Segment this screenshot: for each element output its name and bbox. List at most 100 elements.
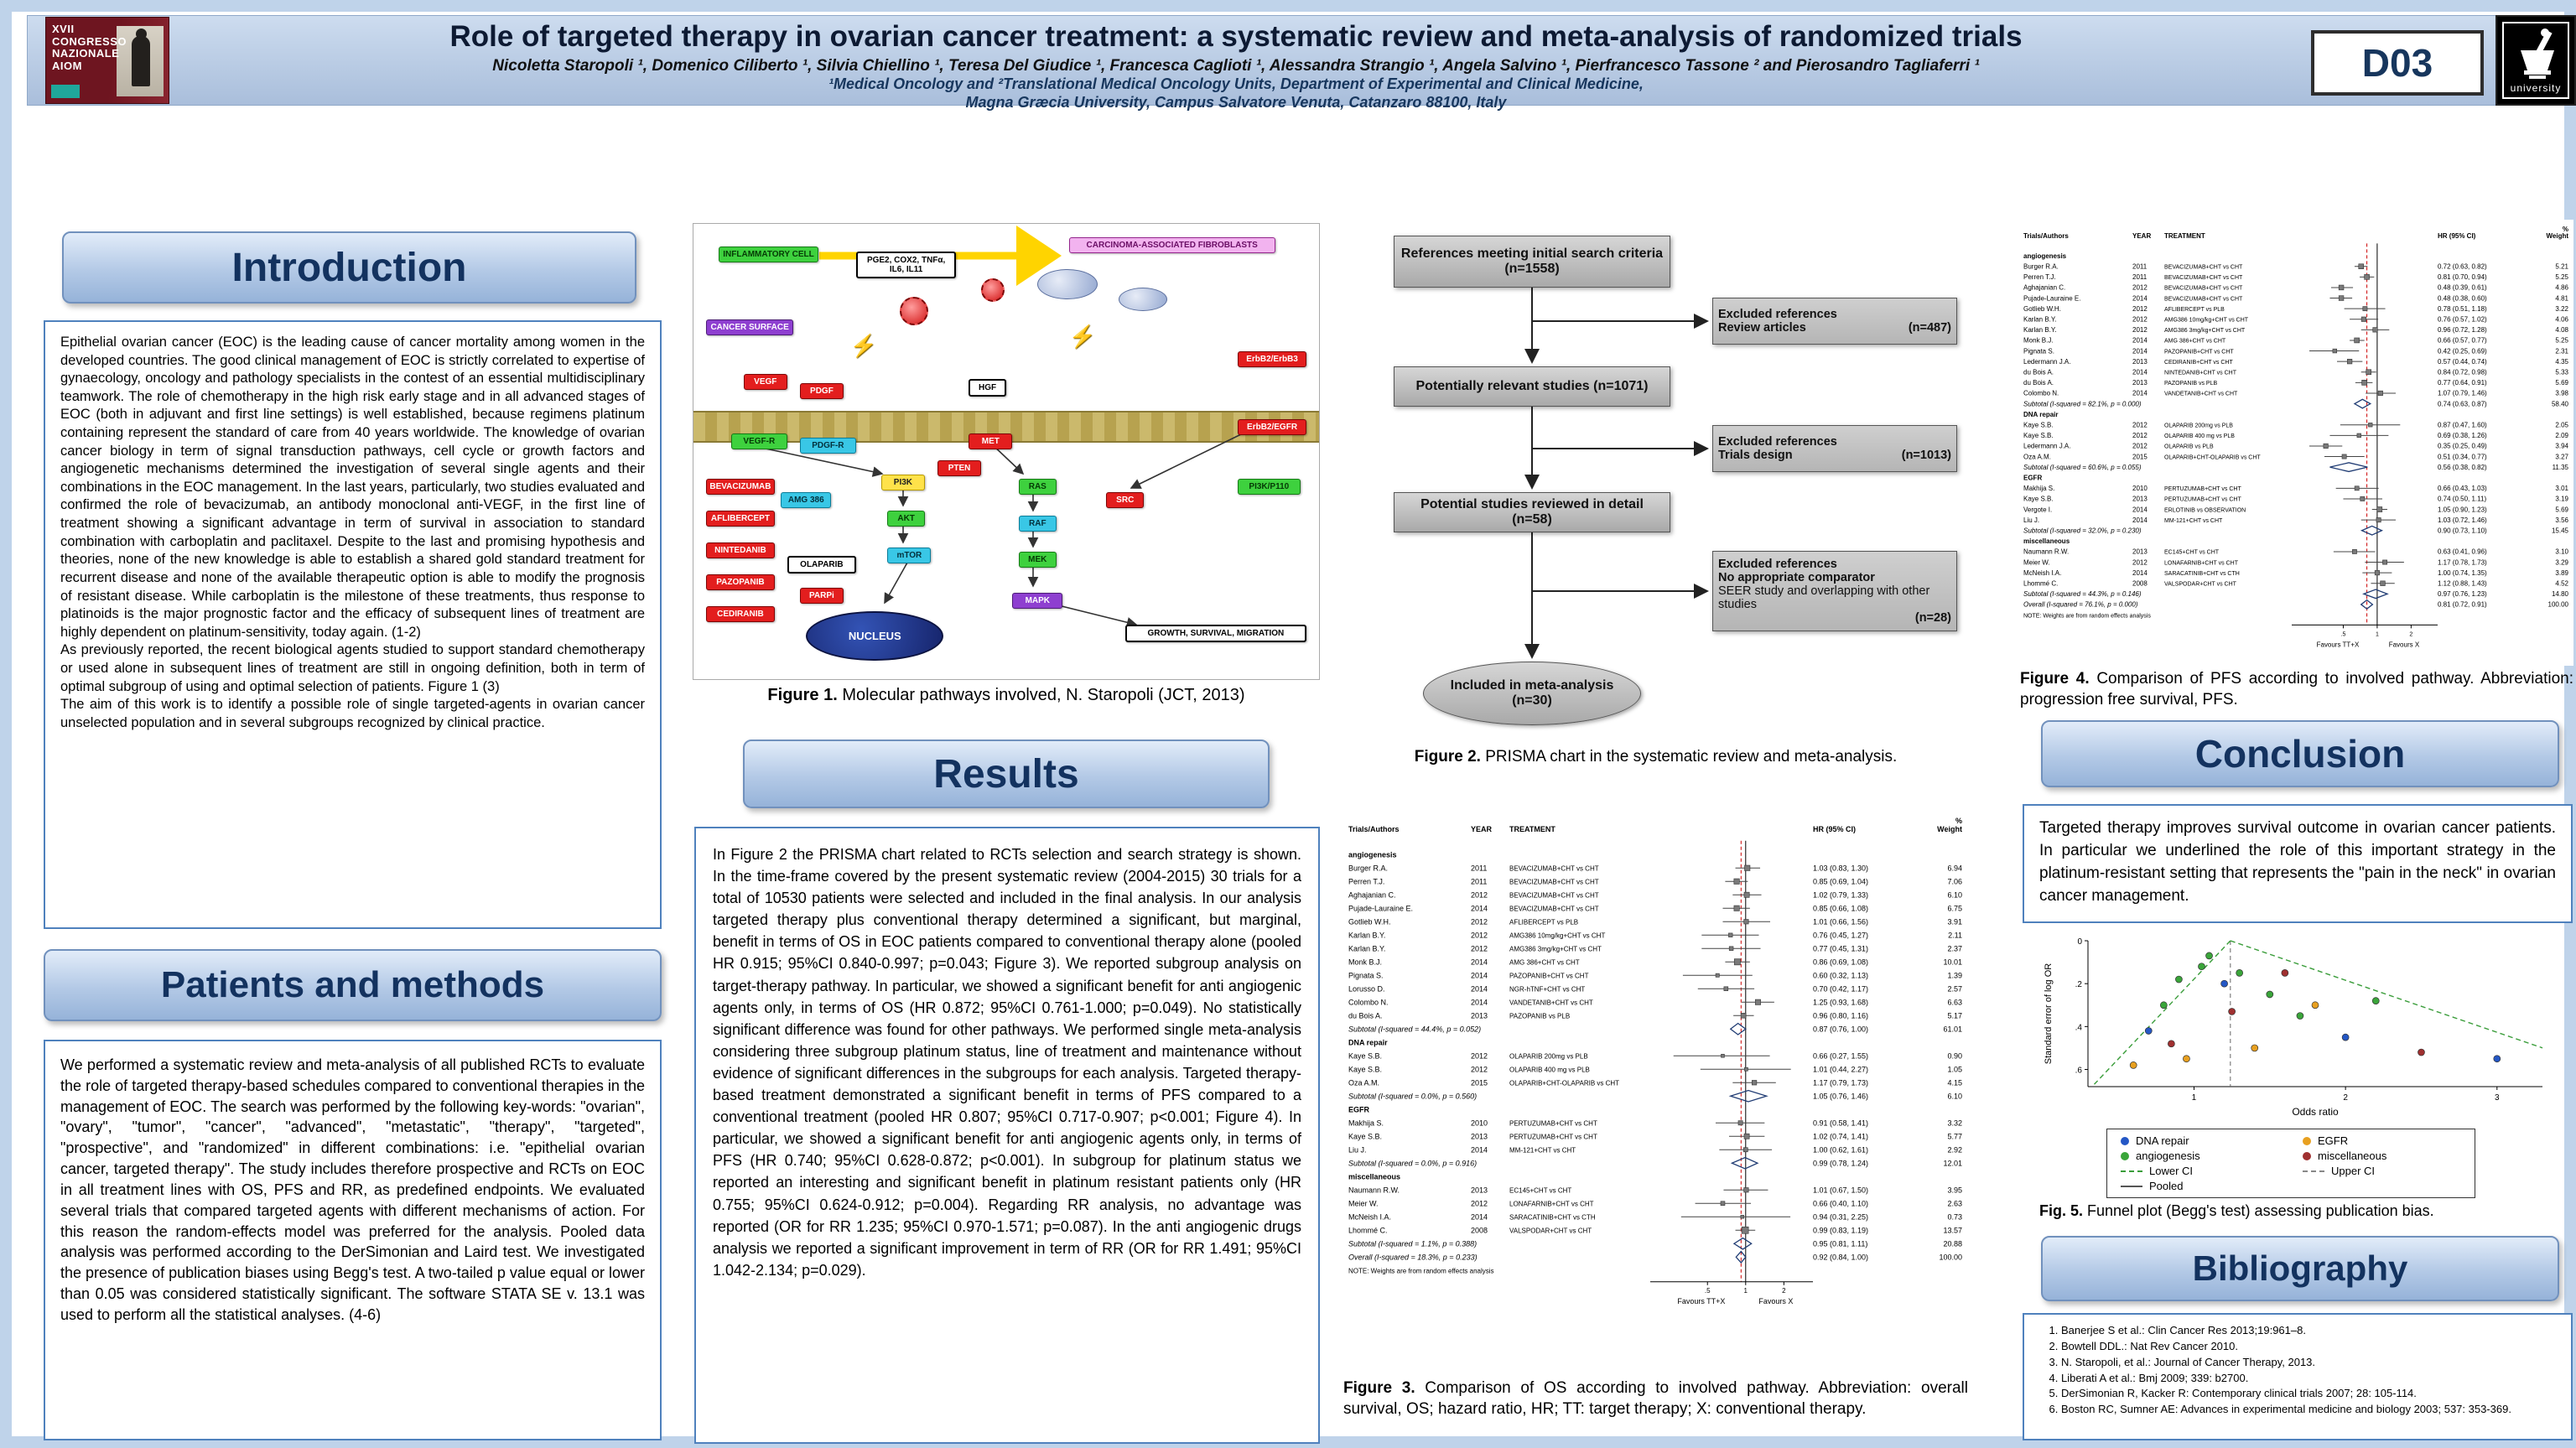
svg-text:0.85 (0.69, 1.04): 0.85 (0.69, 1.04) <box>1813 877 1868 885</box>
svg-text:TREATMENT: TREATMENT <box>1509 825 1555 833</box>
pathway-node: OLAPARIB <box>787 556 856 574</box>
mortar-pestle-icon <box>2521 29 2554 79</box>
results-text: In Figure 2 the PRISMA chart related to … <box>694 827 1320 1444</box>
svg-text:NINTEDANIB+CHT vs CHT: NINTEDANIB+CHT vs CHT <box>2164 371 2237 376</box>
svg-text:2008: 2008 <box>1471 1226 1488 1234</box>
excluded-reason: Trials design <box>1718 449 1793 462</box>
svg-text:5.25: 5.25 <box>2555 337 2568 345</box>
svg-text:PERTUZUMAB+CHT vs CHT: PERTUZUMAB+CHT vs CHT <box>2164 497 2241 503</box>
pathway-node: MET <box>969 433 1013 449</box>
svg-text:3.89: 3.89 <box>2555 569 2568 577</box>
svg-text:1.25 (0.93, 1.68): 1.25 (0.93, 1.68) <box>1813 998 1868 1006</box>
aiom-line1: XVII <box>52 23 75 35</box>
svg-text:Karlan B.Y.: Karlan B.Y. <box>1348 944 1385 952</box>
university-logo-label: university <box>2510 82 2562 94</box>
svg-text:4.81: 4.81 <box>2555 294 2568 302</box>
svg-text:NOTE: Weights are from random: NOTE: Weights are from random effects an… <box>2023 613 2151 619</box>
pathway-node: SRC <box>1106 492 1145 509</box>
svg-text:100.00: 100.00 <box>1939 1253 1962 1261</box>
pathway-node: CEDIRANIB <box>705 606 775 623</box>
svg-text:Overall (I-squared = 76.1%, p: Overall (I-squared = 76.1%, p = 0.000) <box>2023 601 2138 609</box>
svg-text:0.66 (0.43, 1.03): 0.66 (0.43, 1.03) <box>2438 485 2487 492</box>
svg-text:1.03 (0.83, 1.30): 1.03 (0.83, 1.30) <box>1813 864 1868 872</box>
svg-text:PERTUZUMAB+CHT vs CHT: PERTUZUMAB+CHT vs CHT <box>1509 1133 1597 1140</box>
svg-text:2012: 2012 <box>2132 432 2148 439</box>
svg-text:Gotlieb W.H.: Gotlieb W.H. <box>1348 917 1391 926</box>
svg-text:3.27: 3.27 <box>2555 453 2568 460</box>
svg-text:Kaye S.B.: Kaye S.B. <box>2023 432 2054 439</box>
svg-text:0: 0 <box>2077 937 2082 947</box>
university-logo: university <box>2496 15 2576 106</box>
svg-text:AMG386 10mg/kg+CHT vs CHT: AMG386 10mg/kg+CHT vs CHT <box>2164 318 2249 324</box>
prisma-box-excluded-3: Excluded references No appropriate compa… <box>1712 551 1957 631</box>
pathway-node: PARPi <box>799 588 844 605</box>
svg-text:OLAPARIB 400 mg vs PLB: OLAPARIB 400 mg vs PLB <box>2164 433 2235 439</box>
svg-text:4.86: 4.86 <box>2555 284 2568 292</box>
svg-text:du Bois A.: du Bois A. <box>1348 1011 1383 1020</box>
pathway-node: ErbB2/EGFR <box>1238 419 1307 436</box>
stromal-cell-shape <box>1119 288 1168 312</box>
nucleus: NUCLEUS <box>806 610 944 662</box>
svg-text:2014: 2014 <box>1471 971 1488 979</box>
svg-text:2.09: 2.09 <box>2555 432 2568 439</box>
svg-text:Monk B.J.: Monk B.J. <box>1348 958 1382 966</box>
svg-text:2012: 2012 <box>1471 931 1488 939</box>
pathway-node: MAPK <box>1012 592 1063 609</box>
svg-text:2013: 2013 <box>2132 548 2148 556</box>
svg-text:Favours X: Favours X <box>1758 1297 1793 1305</box>
svg-text:0.76 (0.57, 1.02): 0.76 (0.57, 1.02) <box>2438 316 2487 324</box>
svg-text:0.56 (0.38, 0.82): 0.56 (0.38, 0.82) <box>2438 464 2487 471</box>
svg-text:.4: .4 <box>2075 1023 2083 1032</box>
svg-text:Vergote I.: Vergote I. <box>2023 506 2052 513</box>
svg-text:angiogenesis: angiogenesis <box>2023 252 2067 260</box>
svg-text:Pignata S.: Pignata S. <box>1348 971 1384 979</box>
svg-text:2.05: 2.05 <box>2555 422 2568 429</box>
svg-text:2010: 2010 <box>1471 1118 1488 1127</box>
svg-text:6.94: 6.94 <box>1947 864 1962 872</box>
svg-text:1: 1 <box>2376 631 2379 637</box>
svg-text:ERLOTINIB vs OBSERVATION: ERLOTINIB vs OBSERVATION <box>2164 507 2246 513</box>
svg-text:3.10: 3.10 <box>2555 548 2568 556</box>
svg-text:OLAPARIB 400 mg vs PLB: OLAPARIB 400 mg vs PLB <box>1509 1066 1590 1073</box>
cancer-cell-shape <box>981 278 1005 303</box>
svg-text:Aghajanian C.: Aghajanian C. <box>1348 890 1396 899</box>
svg-text:AMG 386+CHT vs CHT: AMG 386+CHT vs CHT <box>1509 958 1580 966</box>
svg-text:5.77: 5.77 <box>1947 1132 1962 1140</box>
svg-text:7.06: 7.06 <box>1947 877 1962 885</box>
pathway-node: NINTEDANIB <box>705 542 775 559</box>
svg-text:1: 1 <box>1744 1287 1748 1295</box>
pathway-node: CARCINOMA-ASSOCIATED FIBROBLASTS <box>1068 237 1275 254</box>
svg-text:0.91 (0.58, 1.41): 0.91 (0.58, 1.41) <box>1813 1118 1868 1127</box>
svg-text:2015: 2015 <box>2132 453 2148 460</box>
signal-bolt-icon: ⚡ <box>849 333 877 359</box>
prisma-box-initial: References meeting initial search criter… <box>1394 236 1670 288</box>
svg-text:0.35 (0.25, 0.49): 0.35 (0.25, 0.49) <box>2438 443 2487 450</box>
svg-text:0.66 (0.57, 0.77): 0.66 (0.57, 0.77) <box>2438 337 2487 345</box>
introduction-heading: Introduction <box>62 231 636 304</box>
figure1-caption-text: Molecular pathways involved, N. Staropol… <box>837 686 1245 704</box>
svg-text:Kaye S.B.: Kaye S.B. <box>2023 496 2054 503</box>
svg-text:1.00 (0.74, 1.35): 1.00 (0.74, 1.35) <box>2438 569 2487 577</box>
svg-text:OLAPARIB 200mg vs PLB: OLAPARIB 200mg vs PLB <box>1509 1052 1588 1060</box>
legend-marker <box>2303 1151 2311 1160</box>
svg-text:AMG386 3mg/kg+CHT vs CHT: AMG386 3mg/kg+CHT vs CHT <box>2164 328 2246 334</box>
svg-text:1.00 (0.62, 1.61): 1.00 (0.62, 1.61) <box>1813 1145 1868 1154</box>
poster-title: Role of targeted therapy in ovarian canc… <box>449 20 2023 53</box>
svg-text:Makhija S.: Makhija S. <box>2023 485 2054 492</box>
bibliography-box: Banerjee S et al.: Clin Cancer Res 2013;… <box>2023 1313 2573 1440</box>
pathway-node: BEVACIZUMAB <box>705 479 775 496</box>
svg-text:YEAR: YEAR <box>2132 232 2151 240</box>
svg-text:13.57: 13.57 <box>1943 1226 1962 1234</box>
legend-item: Pooled <box>2121 1180 2279 1192</box>
legend-marker <box>2121 1185 2142 1187</box>
svg-text:5.17: 5.17 <box>1947 1011 1962 1020</box>
pathway-node: MEK <box>1018 551 1057 568</box>
svg-text:2013: 2013 <box>1471 1186 1488 1194</box>
pathway-node: mTOR <box>887 547 932 563</box>
svg-text:2014: 2014 <box>1471 904 1488 912</box>
svg-text:0.81 (0.70, 0.94): 0.81 (0.70, 0.94) <box>2438 273 2487 281</box>
svg-text:Naumann R.W.: Naumann R.W. <box>2023 548 2069 556</box>
svg-text:3.94: 3.94 <box>2555 443 2568 450</box>
legend-marker <box>2121 1170 2142 1172</box>
